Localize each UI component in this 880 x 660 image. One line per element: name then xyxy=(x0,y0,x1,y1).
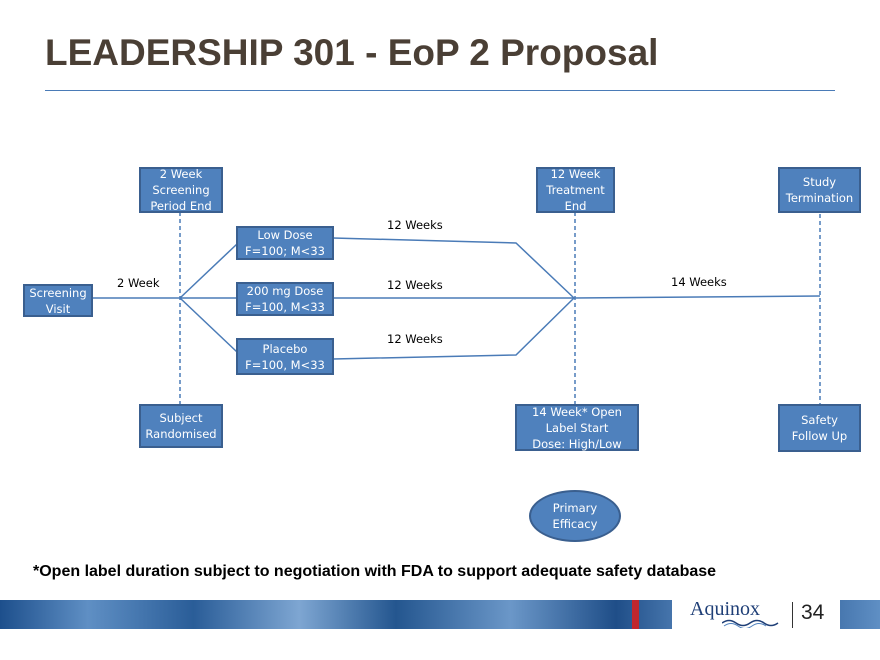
connector-to-low-dose xyxy=(179,243,238,299)
footnote: *Open label duration subject to negotiat… xyxy=(33,563,717,580)
box-line: Placebo xyxy=(262,341,308,356)
dose-200mg-box: 200 mg Dose F=100, M<33 xyxy=(236,282,334,316)
connector-to-placebo xyxy=(179,297,238,353)
open-label-line xyxy=(573,295,821,299)
box-line: Randomised xyxy=(145,427,217,441)
placebo-duration-label: 12 Weeks xyxy=(387,332,443,346)
box-line: Safety xyxy=(801,413,838,427)
box-line: Screening xyxy=(29,285,87,300)
box-line: Follow Up xyxy=(791,429,848,443)
box-line: 2 Week xyxy=(159,167,203,181)
title-divider xyxy=(45,90,835,91)
box-line: 200 mg Dose xyxy=(246,284,324,298)
box-line: F=100, M<33 xyxy=(245,357,325,372)
box-line: F=100, M<33 xyxy=(245,300,325,314)
box-line: Subject xyxy=(159,411,203,425)
box-line: Low Dose xyxy=(257,228,313,242)
low-dose-arm-line xyxy=(332,237,575,299)
page-title: LEADERSHIP 301 - EoP 2 Proposal xyxy=(45,32,659,73)
box-line: Label Start xyxy=(545,420,609,435)
box-line: Study xyxy=(802,175,837,189)
subject-randomised-box: Subject Randomised xyxy=(139,404,223,448)
placebo-arm-line xyxy=(332,297,575,360)
page-number-divider xyxy=(792,602,793,628)
safety-follow-up-box: Safety Follow Up xyxy=(778,404,861,452)
dose-200mg-duration-label: 12 Weeks xyxy=(387,278,443,292)
low-dose-box: Low Dose F=100; M<33 xyxy=(236,226,334,260)
box-line: Dose: High/Low xyxy=(532,436,622,451)
logo-wave-icon xyxy=(722,619,779,628)
page-number: 34 xyxy=(801,601,825,624)
box-line: F=100; M<33 xyxy=(245,244,325,258)
box-line: Visit xyxy=(45,301,71,316)
placebo-box: Placebo F=100, M<33 xyxy=(236,338,334,375)
treatment-end-box: 12 Week Treatment End xyxy=(536,167,615,213)
low-dose-duration-label: 12 Weeks xyxy=(387,218,443,232)
study-termination-box: Study Termination xyxy=(778,167,861,213)
open-label-start-box: 14 Week* Open Label Start Dose: High/Low xyxy=(515,404,639,451)
box-line: Treatment xyxy=(546,183,605,197)
footer-accent-stripe xyxy=(632,600,639,629)
open-label-duration-label: 14 Weeks xyxy=(671,275,727,289)
box-line: Primary xyxy=(552,501,598,515)
box-line: Termination xyxy=(785,191,854,205)
company-logo: Aquinox xyxy=(690,598,760,620)
box-line: End xyxy=(564,199,587,213)
box-line: Efficacy xyxy=(552,517,598,531)
box-line: Period End xyxy=(150,199,212,213)
screening-period-end-box: 2 Week Screening Period End xyxy=(139,167,223,213)
box-line: Screening xyxy=(152,183,210,197)
screening-duration-label: 2 Week xyxy=(117,276,160,290)
box-line: 12 Week xyxy=(550,167,601,181)
primary-efficacy-ellipse: Primary Efficacy xyxy=(529,490,621,542)
box-line: 14 Week* Open xyxy=(532,404,622,419)
screening-visit-box: Screening Visit xyxy=(23,284,93,317)
